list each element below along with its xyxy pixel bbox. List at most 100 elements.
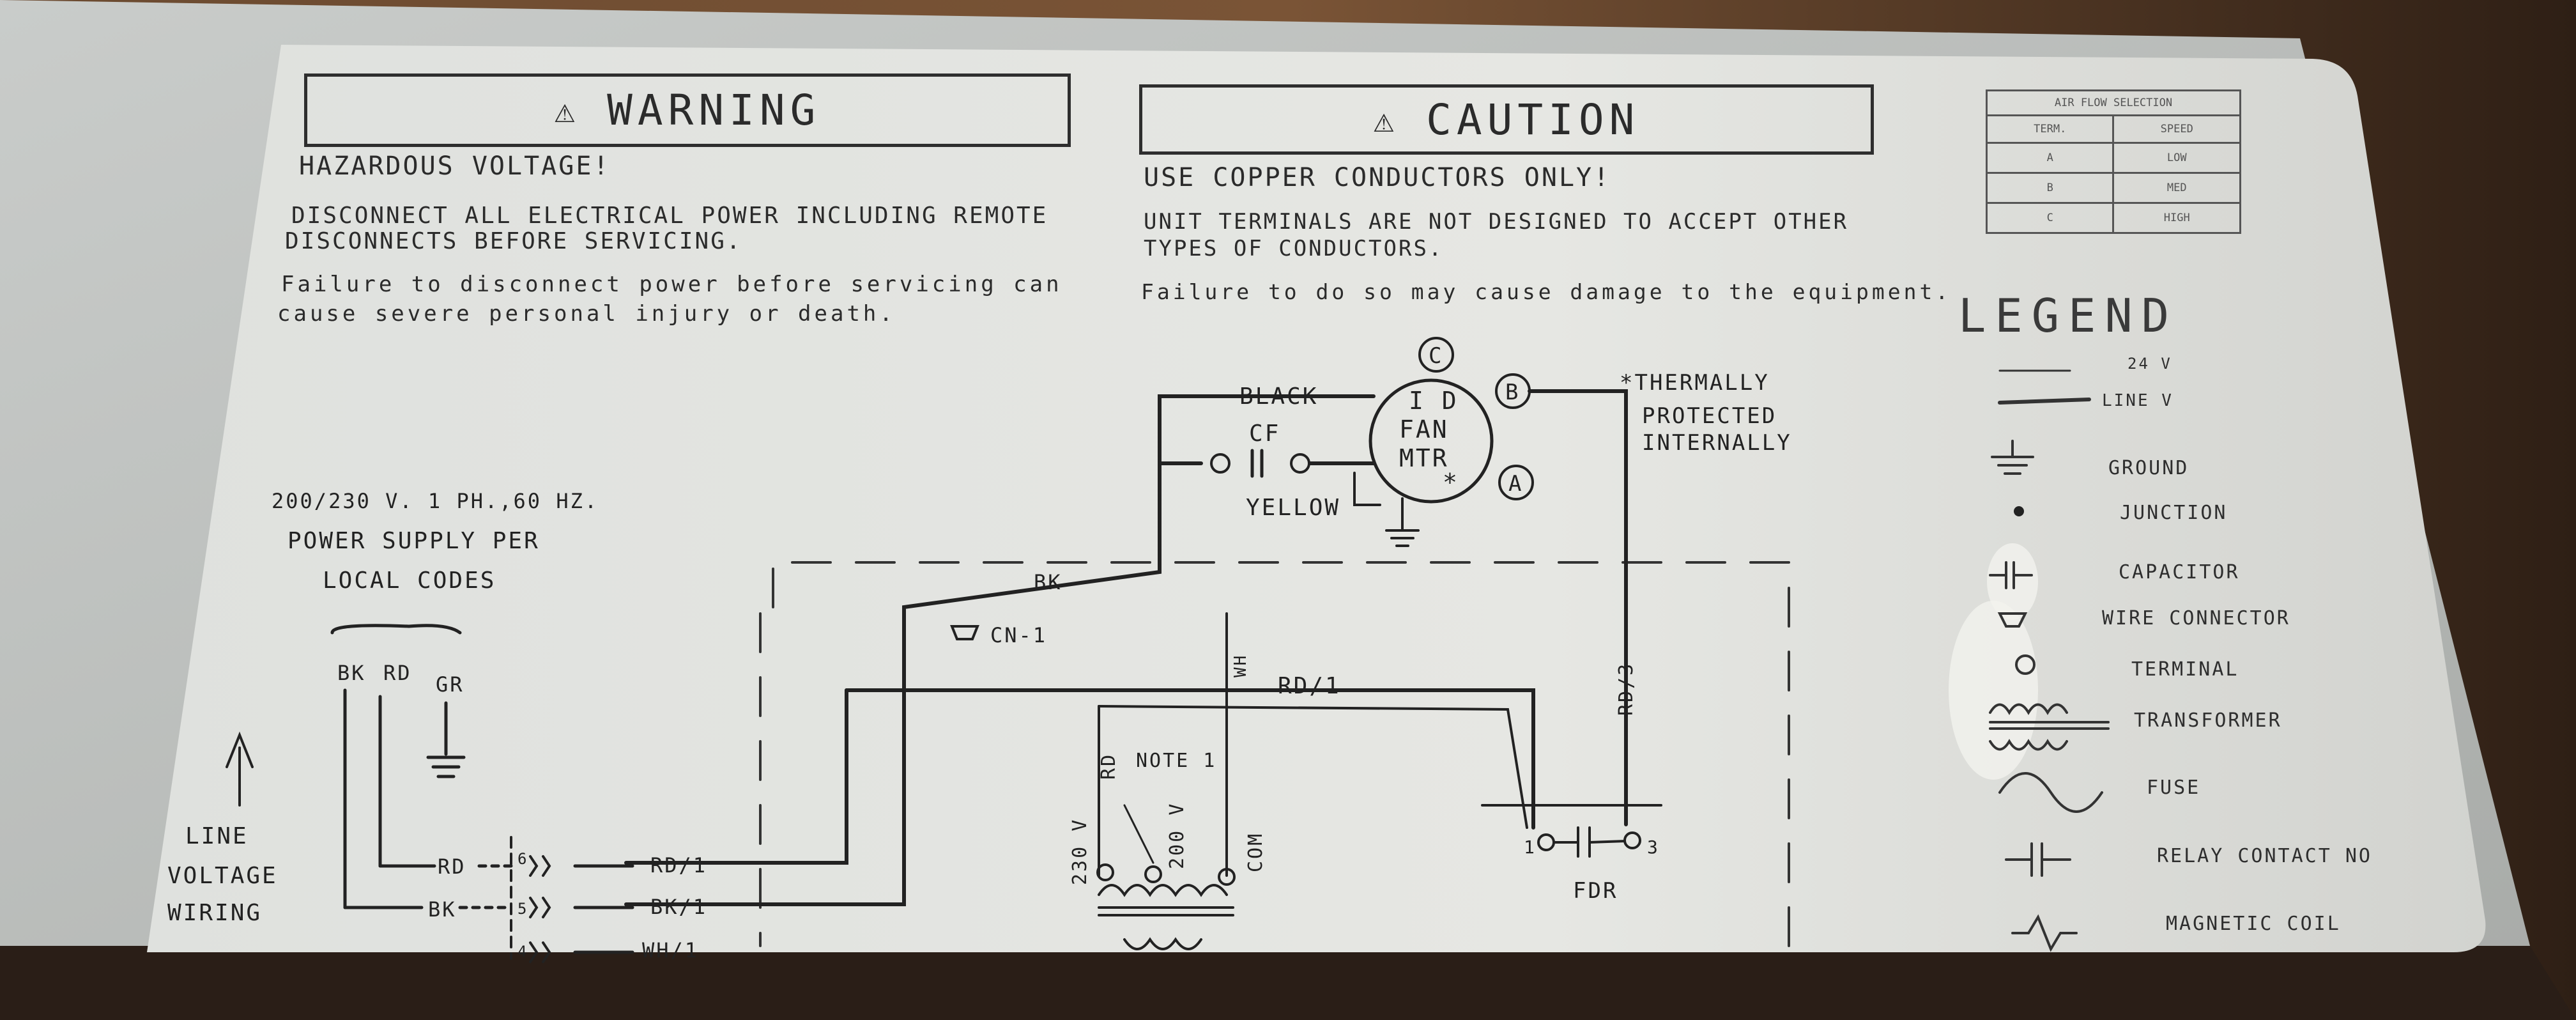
sticker-label bbox=[147, 45, 2486, 952]
supply-wire-gr: GR bbox=[436, 672, 464, 697]
warning-text-line: DISCONNECT ALL ELECTRICAL POWER INCLUDIN… bbox=[291, 203, 1048, 229]
wire-label-black: BLACK bbox=[1239, 383, 1318, 410]
transformer-tap-200v: 200 V bbox=[1166, 802, 1188, 869]
caution-text-line: Failure to do so may cause damage to the… bbox=[1141, 279, 1952, 304]
thermal-note-line: *THERMALLY bbox=[1620, 370, 1770, 396]
supply-wiring bbox=[330, 624, 634, 954]
legend-title: LEGEND bbox=[1958, 289, 2179, 343]
thick-line-icon bbox=[1998, 398, 2091, 405]
control-box-dashed-outline bbox=[772, 561, 1790, 960]
airflow-header-speed: SPEED bbox=[2112, 114, 2241, 144]
warning-headline: HAZARDOUS VOLTAGE! bbox=[299, 151, 611, 181]
warning-text-line: cause severe personal injury or death. bbox=[277, 301, 896, 327]
motor-terminal-c bbox=[1418, 337, 1454, 373]
terminal-wire-rd: RD bbox=[438, 854, 466, 879]
wire-label-yellow: YELLOW bbox=[1246, 495, 1340, 521]
wire-label-cf: CF bbox=[1249, 421, 1280, 447]
fuse-icon bbox=[1998, 772, 2103, 813]
wire-label-rd1: RD/1 bbox=[1278, 673, 1341, 699]
motor-label-line: FAN bbox=[1399, 415, 1449, 444]
airflow-cell: HIGH bbox=[2112, 202, 2241, 234]
legend-symbols bbox=[1989, 369, 2110, 952]
legend-label-junction: JUNCTION bbox=[2120, 502, 2228, 524]
legend-label-capacitor: CAPACITOR bbox=[2119, 561, 2240, 583]
warning-triangle-icon: ⚠ bbox=[554, 90, 581, 130]
airflow-cell: LOW bbox=[2112, 142, 2241, 174]
fdr-relay-contact bbox=[1481, 804, 1662, 858]
fan-motor-symbol bbox=[1368, 378, 1494, 504]
junction-icon bbox=[2014, 506, 2024, 516]
power-supply-line: POWER SUPPLY PER bbox=[288, 528, 540, 554]
transformer-icon bbox=[1989, 703, 2110, 751]
power-supply-line: LOCAL CODES bbox=[323, 568, 496, 594]
terminal-icon bbox=[2015, 654, 2035, 675]
legend-label-terminal: TERMINAL bbox=[2131, 658, 2239, 681]
supply-wire-bk: BK bbox=[337, 661, 366, 685]
rd1-wire bbox=[624, 688, 848, 865]
motor-terminal-a bbox=[1498, 465, 1534, 500]
wire-label-bk: BK bbox=[1034, 570, 1062, 594]
motor-terminal-c-label: C bbox=[1429, 343, 1443, 369]
transformer-tap-com: COM bbox=[1245, 832, 1267, 872]
transformer-note: NOTE 1 bbox=[1136, 750, 1216, 772]
legend-label-ground: GROUND bbox=[2108, 457, 2189, 479]
wire-label-wh: WH bbox=[1231, 654, 1250, 677]
motor-terminal-a-label: A bbox=[1508, 471, 1523, 497]
capacitor-icon bbox=[1989, 561, 2033, 589]
wire-label-rd: RD bbox=[1098, 753, 1120, 780]
control-transformer-symbol bbox=[1096, 804, 1236, 950]
motor-label-line: MTR bbox=[1399, 444, 1449, 472]
fdr-terminal-1: 1 bbox=[1524, 837, 1537, 858]
motor-ground-icon bbox=[1385, 497, 1420, 547]
legend-label-line-v: LINE V bbox=[2102, 391, 2174, 410]
wire-label-rd3: RD/3 bbox=[1615, 662, 1637, 716]
terminal-number-6: 6 bbox=[518, 850, 528, 868]
warning-title: WARNING bbox=[607, 86, 821, 135]
magnetic-coil-icon bbox=[2011, 914, 2078, 952]
terminal-number-4: 4 bbox=[518, 943, 528, 961]
rd3-wire bbox=[1528, 389, 1628, 826]
airflow-table-title: AIR FLOW SELECTION bbox=[1986, 89, 2241, 116]
wire-connector-icon bbox=[1997, 612, 2028, 628]
line-voltage-arrow-icon bbox=[226, 731, 254, 807]
transformer-lead-wire bbox=[1098, 705, 1528, 829]
relay-contact-icon bbox=[2005, 842, 2071, 877]
motor-label-line: I D bbox=[1409, 387, 1459, 415]
supply-wire-rd: RD bbox=[383, 661, 412, 685]
airflow-cell: C bbox=[1985, 202, 2115, 234]
legend-label-magnetic-coil: MAGNETIC COIL bbox=[2166, 913, 2341, 935]
caution-triangle-icon: ⚠ bbox=[1373, 99, 1400, 140]
terminal-block bbox=[510, 836, 551, 963]
ground-icon bbox=[1991, 440, 2034, 475]
caution-headline: USE COPPER CONDUCTORS ONLY! bbox=[1144, 163, 1611, 192]
legend-label-fuse: FUSE bbox=[2147, 777, 2201, 799]
terminal-out-bk1: BK/1 bbox=[650, 895, 707, 919]
line-voltage-text: WIRING bbox=[167, 900, 262, 926]
airflow-cell: A bbox=[1985, 142, 2115, 174]
connector-label-cn1: CN-1 bbox=[990, 623, 1047, 647]
caution-title: CAUTION bbox=[1426, 95, 1640, 144]
motor-terminal-b-label: B bbox=[1505, 380, 1520, 405]
airflow-cell: MED bbox=[2112, 172, 2241, 204]
legend-label-relay-contact: RELAY CONTACT NO bbox=[2157, 845, 2372, 867]
black-wire bbox=[624, 394, 1376, 906]
fdr-label: FDR bbox=[1573, 878, 1618, 904]
airflow-selection-table: AIR FLOW SELECTION TERM. SPEED A LOW B M… bbox=[1985, 89, 2241, 234]
terminal-out-wh1: WH/1 bbox=[642, 938, 699, 962]
caution-text-line: UNIT TERMINALS ARE NOT DESIGNED TO ACCEP… bbox=[1144, 209, 1849, 235]
terminal-out-rd1: RD/1 bbox=[650, 853, 707, 877]
line-voltage-text: VOLTAGE bbox=[167, 863, 278, 889]
legend-label-24v: 24 V bbox=[2128, 355, 2172, 373]
transformer-tap-230v: 230 V bbox=[1069, 818, 1091, 885]
cn1-connector-icon bbox=[950, 625, 979, 640]
airflow-header-term: TERM. bbox=[1985, 114, 2115, 144]
power-supply-line: 200/230 V. 1 PH.,60 HZ. bbox=[272, 489, 599, 513]
airflow-cell: B bbox=[1985, 172, 2115, 204]
thermal-note-line: INTERNALLY bbox=[1642, 430, 1792, 456]
warning-text-line: DISCONNECTS BEFORE SERVICING. bbox=[285, 228, 742, 254]
motor-thermal-star: * bbox=[1443, 468, 1459, 497]
terminal-wire-bk: BK bbox=[428, 897, 457, 922]
line-voltage-text: LINE bbox=[185, 823, 249, 849]
warning-box: ⚠ WARNING bbox=[304, 73, 1071, 147]
